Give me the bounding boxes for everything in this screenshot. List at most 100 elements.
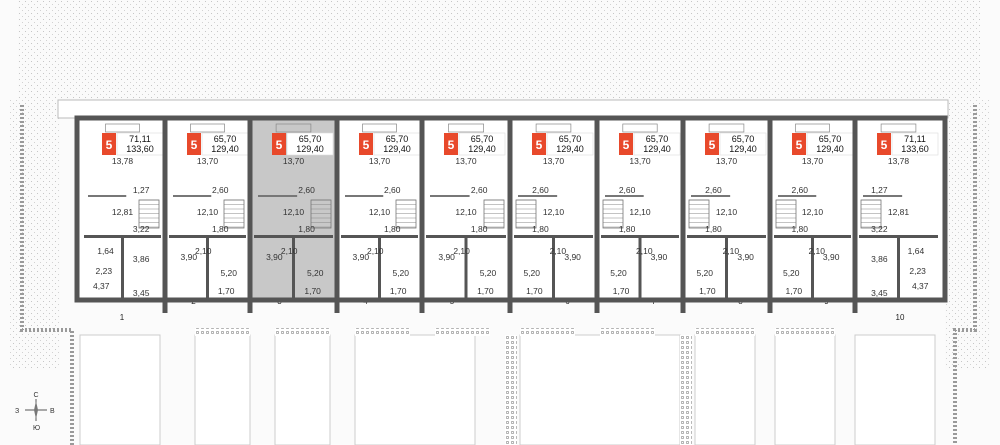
room-area: 2,23 <box>96 266 113 276</box>
room-area: 12,10 <box>283 207 305 217</box>
floor-number: 5 <box>363 138 370 152</box>
stair-wall <box>605 195 644 197</box>
stair-wall <box>863 195 903 197</box>
total-area: 129,40 <box>556 144 584 154</box>
compass-north: С <box>34 392 39 399</box>
stair-wall <box>430 195 470 197</box>
staircase <box>395 199 417 229</box>
interior-wall <box>84 235 161 238</box>
floor-number: 5 <box>623 138 630 152</box>
room-area: 12,10 <box>543 207 565 217</box>
party-wall <box>594 120 600 313</box>
interior-wall <box>687 235 766 238</box>
party-wall <box>507 120 513 313</box>
kitchen-counter <box>448 123 484 133</box>
kitchen-counter <box>190 123 225 133</box>
room-area: 13,70 <box>802 156 824 166</box>
room-area: 4,37 <box>93 281 110 291</box>
room-area: 1,27 <box>871 185 888 195</box>
room-area: 1,80 <box>791 224 808 234</box>
living-area: 65,70 <box>819 134 842 144</box>
interior-wall <box>378 238 381 298</box>
room-area: 13,78 <box>112 156 134 166</box>
room-area: 3,86 <box>133 254 150 264</box>
left-hedge <box>20 105 74 445</box>
floor-number: 5 <box>881 138 888 152</box>
floor-number: 5 <box>106 138 113 152</box>
room-area: 2,60 <box>619 185 636 195</box>
floor-number: 5 <box>536 138 543 152</box>
total-area: 129,40 <box>296 144 324 154</box>
area-box <box>719 132 767 156</box>
room-area: 12,81 <box>112 207 134 217</box>
room-area: 5,20 <box>480 268 497 278</box>
room-area: 3,45 <box>133 288 150 298</box>
floor-number: 5 <box>796 138 803 152</box>
stair-wall <box>778 195 817 197</box>
kitchen-counter <box>275 123 312 133</box>
room-area: 5,20 <box>392 268 409 278</box>
room-area: 12,10 <box>802 207 824 217</box>
interior-wall <box>774 235 851 238</box>
room-area: 3,90 <box>438 252 455 262</box>
total-area: 129,40 <box>729 144 757 154</box>
stair-wall <box>345 195 384 197</box>
room-area: 2,60 <box>471 185 488 195</box>
room-area: 12,81 <box>888 207 910 217</box>
area-box <box>458 132 506 156</box>
floor-badge <box>102 133 116 155</box>
room-area: 3,90 <box>353 252 370 262</box>
room-area: 1,80 <box>619 224 636 234</box>
interior-wall <box>601 235 679 238</box>
staircase <box>310 199 332 229</box>
living-area: 65,70 <box>732 134 755 144</box>
compass-east: В <box>50 408 55 415</box>
room-area: 2,60 <box>298 185 315 195</box>
room-area: 1,70 <box>699 286 716 296</box>
total-area: 129,40 <box>816 144 844 154</box>
room-area: 2,10 <box>453 246 470 256</box>
compass-west: З <box>15 408 19 415</box>
building-outline <box>74 115 948 303</box>
room-area: 3,90 <box>651 252 668 262</box>
interior-wall <box>725 238 728 298</box>
party-wall <box>767 120 773 313</box>
room-area: 13,70 <box>629 156 651 166</box>
kitchen-counter <box>880 123 917 133</box>
room-area: 3,90 <box>823 252 840 262</box>
room-area: 1,27 <box>133 185 150 195</box>
room-area: 3,86 <box>871 254 888 264</box>
room-area: 1,70 <box>390 286 407 296</box>
total-area: 133,60 <box>126 144 154 154</box>
kitchen-counter <box>622 123 658 133</box>
room-area: 1,70 <box>477 286 494 296</box>
compass-south: Ю <box>33 425 40 432</box>
interior-wall <box>169 235 246 238</box>
room-area: 5,20 <box>307 268 324 278</box>
room-area: 2,10 <box>723 246 740 256</box>
room-area: 2,60 <box>705 185 722 195</box>
staircase <box>483 199 505 229</box>
floor-badge <box>444 133 458 155</box>
interior-wall <box>859 235 938 238</box>
floor-badge <box>705 133 719 155</box>
living-area: 65,70 <box>471 134 494 144</box>
interior-wall <box>514 235 593 238</box>
total-area: 129,40 <box>383 144 411 154</box>
area-box <box>891 132 939 156</box>
room-area: 2,60 <box>384 185 401 195</box>
area-box <box>633 132 681 156</box>
kitchen-counter <box>708 123 745 133</box>
kitchen-counter <box>535 123 572 133</box>
staircase <box>775 199 797 229</box>
living-area: 71,11 <box>904 134 926 144</box>
interior-wall <box>426 235 506 238</box>
room-area: 1,70 <box>786 286 803 296</box>
room-area: 1,80 <box>705 224 722 234</box>
room-area: 3,22 <box>871 224 888 234</box>
